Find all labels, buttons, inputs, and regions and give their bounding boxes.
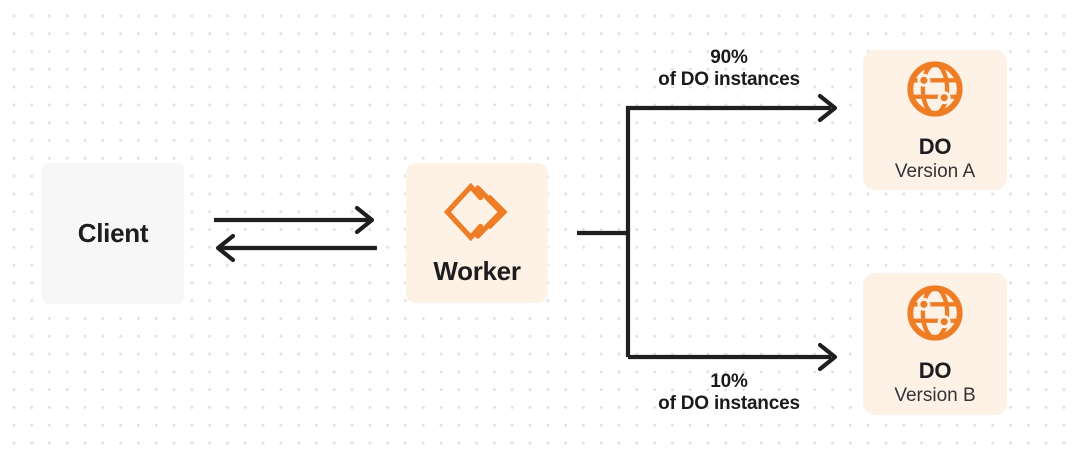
branch-to-do-a-line: [625, 105, 831, 357]
globe-icon: [904, 282, 966, 344]
edge-percent-a: 90%: [710, 47, 748, 68]
node-do-version-a: DO Version A: [863, 50, 1007, 190]
node-client: Client: [42, 163, 184, 304]
edge-caption-a: of DO instances: [658, 68, 800, 90]
do-a-subtitle: Version A: [894, 160, 976, 182]
edge-label-10-percent: 10% of DO instances: [629, 371, 829, 414]
client-label: Client: [77, 218, 149, 248]
edge-percent-b: 10%: [710, 371, 748, 392]
worker-to-client-arrowhead: [215, 233, 236, 263]
branch-to-do-a-arrowhead: [817, 93, 838, 123]
workers-chevrons-icon: [444, 179, 510, 245]
globe-icon: [904, 58, 966, 120]
do-a-title: DO: [918, 133, 952, 159]
client-to-worker-arrowhead: [354, 205, 375, 235]
branch-to-do-b-arrowhead: [817, 342, 838, 372]
node-worker: Worker: [406, 163, 548, 303]
node-do-version-b: DO Version B: [863, 273, 1007, 415]
do-b-title: DO: [918, 357, 952, 383]
worker-label: Worker: [433, 256, 521, 286]
edge-caption-b: of DO instances: [658, 392, 800, 414]
edge-label-90-percent: 90% of DO instances: [629, 47, 829, 90]
do-b-subtitle: Version B: [894, 384, 976, 406]
